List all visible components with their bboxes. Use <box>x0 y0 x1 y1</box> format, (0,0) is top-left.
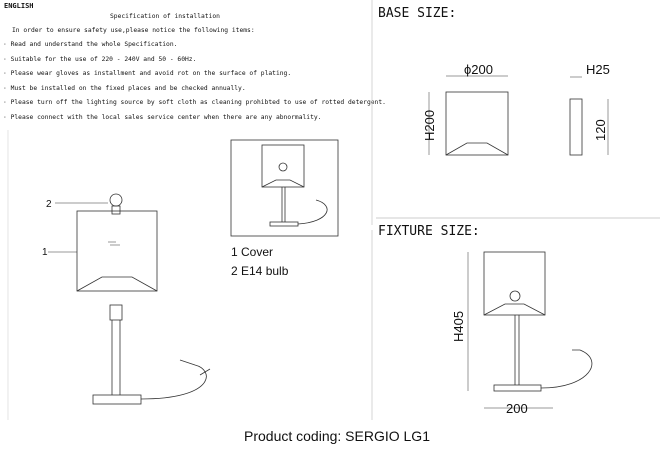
fixture-drawing: H405 200 <box>451 251 593 416</box>
spec-item: · Must be installed on the fixed places … <box>3 85 246 92</box>
legend-bulb: 2 E14 bulb <box>231 264 289 278</box>
spec-item: · Please connect with the local sales se… <box>3 114 322 121</box>
callout-1: 1 <box>42 247 48 258</box>
fixture-width-label: 200 <box>506 401 528 416</box>
spec-item: · Suitable for the use of 220 - 240V and… <box>3 56 197 63</box>
spec-item: · Please turn off the lighting source by… <box>3 99 386 106</box>
base-depth-label: H25 <box>586 62 610 77</box>
lamp-thumbnail <box>230 139 339 237</box>
product-coding: Product coding: SERGIO LG1 <box>244 428 430 444</box>
base-shade-side-view: H25 120 <box>569 62 610 156</box>
exploded-lamp-drawing: 2 1 <box>42 193 211 405</box>
base-shade-front-view: ϕ200 H200 <box>422 62 509 156</box>
language-label: ENGLISH <box>4 2 34 10</box>
base-diameter-label: ϕ200 <box>464 62 493 77</box>
callout-2: 2 <box>46 199 52 210</box>
base-size-heading: BASE SIZE: <box>378 6 457 21</box>
legend-cover: 1 Cover <box>231 245 274 259</box>
spec-intro: In order to ensure safety use,please not… <box>12 27 255 34</box>
spec-title: Specification of installation <box>110 13 220 20</box>
spec-item: · Read and understand the whole Specific… <box>3 41 178 48</box>
fixture-size-heading: FIXTURE SIZE: <box>378 224 480 239</box>
fixture-height-label: H405 <box>451 311 466 342</box>
base-height-label: H200 <box>422 110 437 141</box>
spec-item: · Please wear gloves as installment and … <box>3 70 292 77</box>
base-width-label: 120 <box>593 119 608 141</box>
